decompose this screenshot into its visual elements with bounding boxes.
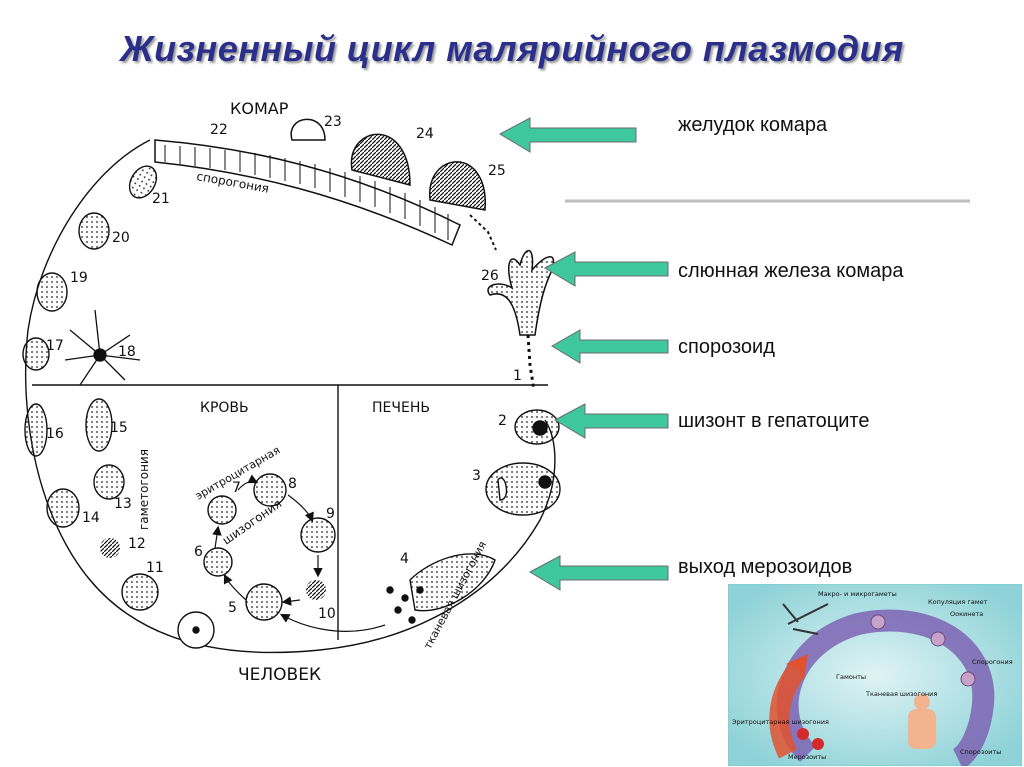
inset-label: Спорогония [972, 658, 1013, 666]
stage-number: 19 [70, 270, 88, 286]
arrow-sporozoite [551, 329, 669, 364]
inset-label: Оокинета [950, 610, 983, 618]
callout-stomach: желудок комара [678, 114, 828, 136]
stage-number: 9 [326, 506, 335, 522]
stage-number: 23 [324, 114, 342, 130]
stage-number: 24 [416, 126, 434, 142]
arrow-stomach [498, 117, 637, 153]
callout-sporozoite: спорозоид [678, 336, 775, 358]
stage-number: 8 [288, 476, 297, 492]
stage-number: 18 [118, 344, 136, 360]
stage-number: 1 [513, 368, 522, 384]
stage-number: 22 [210, 122, 228, 138]
mosquito-label: КОМАР [230, 99, 289, 118]
stage-numbers: 1 2 3 4 5 6 7 8 9 10 11 12 13 14 15 16 1… [46, 114, 522, 622]
inset-label: Гамонты [836, 673, 866, 681]
arrow-salivary-gland [543, 251, 669, 287]
stage-number: 21 [152, 191, 170, 207]
stage-number: 16 [46, 426, 64, 442]
arrow-merozoites [528, 555, 669, 591]
stage-number: 10 [318, 606, 336, 622]
stage-number: 5 [228, 600, 237, 616]
stage-number: 14 [82, 510, 100, 526]
stage-number: 12 [128, 536, 146, 552]
parasite-stages [22, 165, 561, 649]
stage-number: 20 [112, 230, 130, 246]
cycle-outline [24, 139, 556, 654]
stage-number: 3 [472, 468, 481, 484]
inset-label: Копуляция гамет [928, 598, 988, 606]
erythrocytic-cycle-arrows [212, 474, 386, 632]
stage-number: 15 [110, 420, 128, 436]
callout-merozoites: выход мерозоидов [678, 556, 853, 578]
stage-number: 26 [481, 268, 499, 284]
stage-number: 17 [46, 338, 64, 354]
inset-life-cycle-image: Макро- и микрогаметы Копуляция гамет Оок… [728, 584, 1022, 766]
page-title: Жизненный цикл малярийного плазмодия [120, 28, 904, 69]
stage-number: 13 [114, 496, 132, 512]
inset-label: Спорозоиты [960, 748, 1001, 756]
inset-label: Эритроцитарная шизогония [732, 718, 829, 726]
inset-label: Мерозоиты [788, 753, 826, 761]
stage-number: 25 [488, 163, 506, 179]
salivary-gland [487, 249, 555, 391]
liver-label: ПЕЧЕНЬ [372, 400, 430, 416]
inset-label: Макро- и микрогаметы [818, 590, 897, 598]
arrow-schizont [553, 403, 669, 439]
inset-label: Тканевая шизогония [865, 690, 937, 698]
stage-number: 7 [232, 480, 241, 496]
blood-label: КРОВЬ [200, 400, 249, 416]
mosquito-stomach-wall [154, 118, 497, 251]
callout-salivary-gland: слюнная железа комара [678, 260, 904, 282]
callout-schizont: шизонт в гепатоците [678, 410, 870, 432]
human-label: ЧЕЛОВЕК [238, 665, 321, 685]
gametogony-label: гаметогония [137, 449, 151, 530]
stage-number: 6 [194, 544, 203, 560]
mosquito-icon [64, 309, 141, 386]
stage-number: 2 [498, 413, 507, 429]
callout-arrows [498, 117, 669, 591]
stage-number: 11 [146, 560, 164, 576]
stage-number: 4 [400, 551, 409, 567]
